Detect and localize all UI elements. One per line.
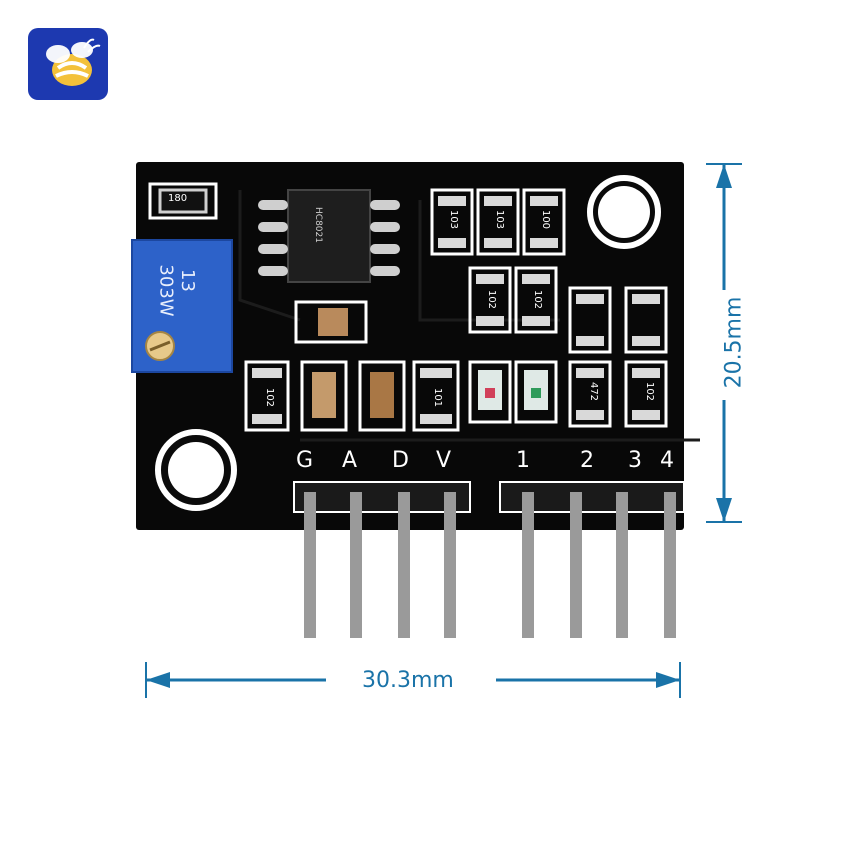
- resistor-code: 103: [494, 209, 506, 230]
- resistor-code: 102: [644, 381, 656, 402]
- pin-label-g: G: [296, 448, 314, 473]
- capacitor: [318, 308, 348, 336]
- resistor-180-outline: [148, 182, 218, 220]
- resistor-code: 102: [264, 387, 276, 408]
- capacitor: [370, 372, 394, 418]
- ic-chip: [287, 189, 371, 283]
- resistor-code: 100: [540, 209, 552, 230]
- pin-label-v: V: [436, 448, 452, 473]
- pin-label-d: D: [392, 448, 409, 473]
- potentiometer-text-13: 13: [176, 269, 198, 292]
- resistor-code: 102: [486, 289, 498, 310]
- capacitor: [312, 372, 336, 418]
- pin-label-4: 4: [660, 448, 674, 473]
- pin-label-a: A: [342, 448, 358, 473]
- pin-label-1: 1: [516, 448, 530, 473]
- height-dimension-label: 20.5mm: [721, 296, 747, 389]
- pin-label-2: 2: [580, 448, 594, 473]
- potentiometer-text-303w: 303W: [155, 264, 177, 317]
- resistor-code: 180: [168, 193, 188, 204]
- bee-icon: [46, 38, 101, 86]
- chip-label: HC8021: [312, 207, 323, 243]
- resistor-code: 103: [448, 209, 460, 230]
- pin-header-left: [293, 481, 471, 513]
- resistor-code: 101: [432, 387, 444, 408]
- width-dimension-label: 30.3mm: [362, 668, 454, 693]
- resistor-code: 102: [532, 289, 544, 310]
- resistor-code: 472: [588, 381, 600, 402]
- brand-logo: [28, 28, 108, 100]
- pin-label-3: 3: [628, 448, 642, 473]
